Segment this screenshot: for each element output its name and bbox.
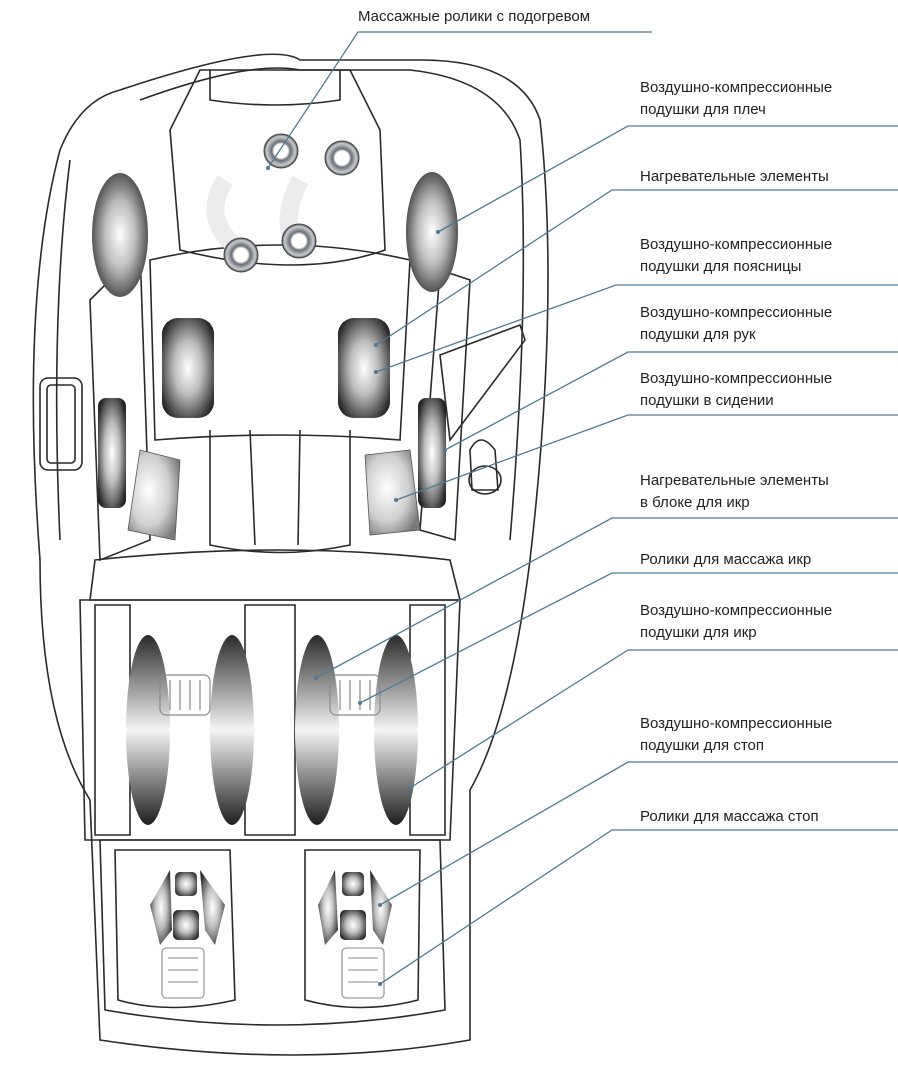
foot-rollers (162, 948, 384, 998)
leader-heated-rollers (268, 32, 652, 168)
seat-airbags (128, 450, 420, 540)
label-foot-airbags: Воздушно-компрессионные подушки для стоп (640, 713, 832, 757)
leader-foot-airbags (380, 762, 898, 905)
label-lumbar-airbags: Воздушно-компрессионные подушки для пояс… (640, 234, 832, 278)
heated-rollers (215, 134, 359, 272)
lumbar-airbags (162, 318, 390, 418)
label-calf-airbags: Воздушно-компрессионные подушки для икр (640, 600, 832, 644)
label-seat-airbags: Воздушно-компрессионные подушки в сидени… (640, 368, 832, 412)
label-calf-rollers: Ролики для массажа икр (640, 549, 811, 571)
shoulder-airbags (92, 172, 458, 297)
calf-airbags (126, 635, 418, 825)
foot-airbags (150, 870, 392, 945)
label-foot-rollers: Ролики для массажа стоп (640, 806, 819, 828)
label-heating-elements: Нагревательные элементы (640, 166, 829, 188)
leader-foot-rollers (380, 830, 898, 984)
label-shoulder-airbags: Воздушно-компрессионные подушки для плеч (640, 77, 832, 121)
label-arm-airbags: Воздушно-компрессионные подушки для рук (640, 302, 832, 346)
calf-rollers (160, 675, 380, 715)
label-calf-heating: Нагревательные элементы в блоке для икр (640, 470, 829, 514)
label-heated-rollers: Массажные ролики с подогревом (358, 6, 590, 28)
